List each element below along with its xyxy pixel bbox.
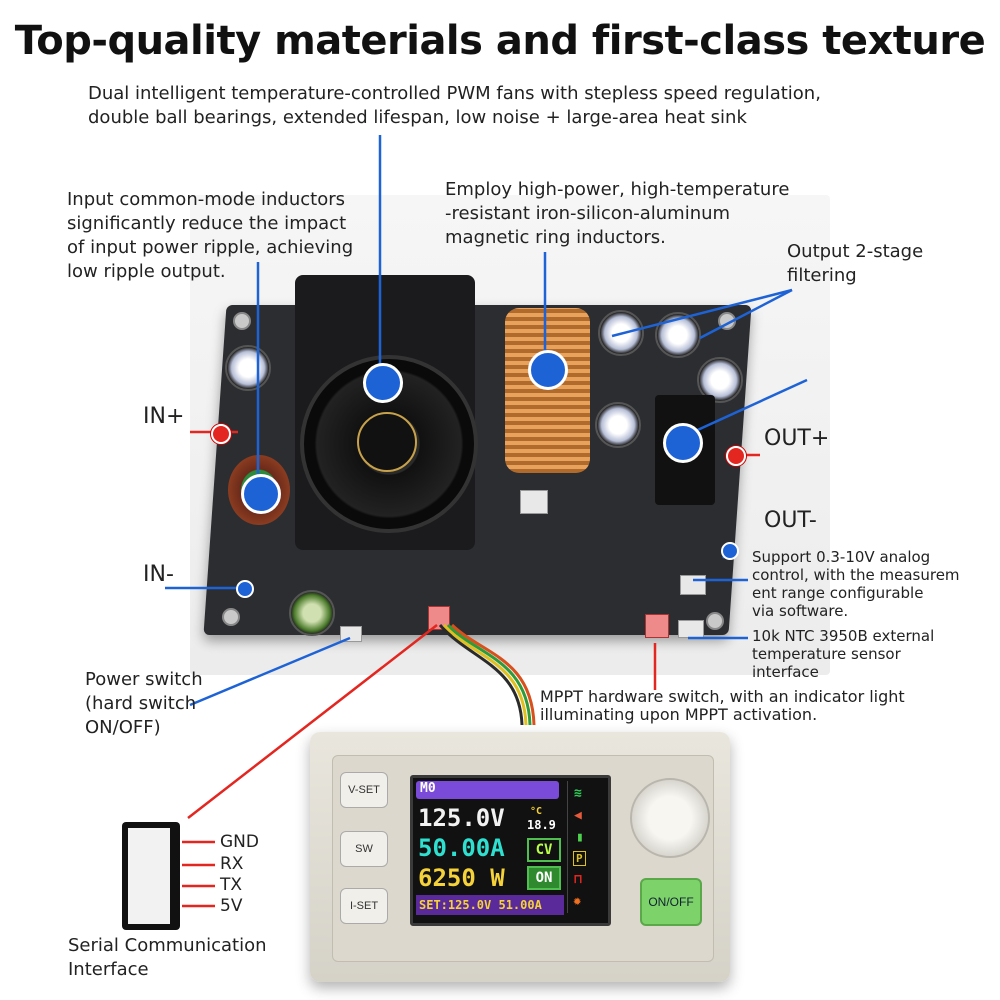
serial-pin-rx: RX: [220, 854, 244, 874]
label-in-plus: IN+: [143, 404, 185, 429]
lcd-status-column: [567, 781, 596, 913]
caption-input-inductors: Input common-mode inductors significantl…: [67, 189, 354, 282]
pointer-dot-magnetic: [528, 350, 568, 390]
lcd-temperature: 18.9: [527, 818, 556, 832]
vset-button[interactable]: V-SET: [340, 772, 388, 808]
pointer-line-filter-2: [611, 288, 793, 338]
fan-hub-logo: [357, 412, 417, 472]
label-out-minus: OUT-: [764, 508, 817, 533]
pointer-line-filter: [699, 288, 793, 340]
serial-connector-housing: [128, 828, 170, 924]
capacitor: [598, 310, 644, 356]
sw-button[interactable]: SW: [340, 831, 388, 867]
caption-output-filter: Output 2-stage filtering: [787, 241, 924, 286]
mppt-switch: [645, 614, 669, 638]
power-switch: [340, 626, 362, 642]
serial-pin-gnd: GND: [220, 832, 259, 852]
fan-connector: [520, 490, 548, 514]
sun-icon: ✹: [573, 893, 582, 909]
page-title: Top-quality materials and first-class te…: [14, 18, 986, 64]
mount-hole: [706, 612, 724, 630]
pointer-line-serial: [187, 624, 438, 819]
capacitor: [225, 345, 271, 391]
lcd-set-bar: [416, 895, 564, 915]
mount-hole: [222, 608, 240, 626]
caption-fans: Dual intelligent temperature-controlled …: [88, 83, 821, 128]
pointer-dot-in-minus: [236, 580, 254, 598]
pointer-dot-relay: [663, 423, 703, 463]
battery-icon: ▮: [576, 830, 584, 845]
lcd-current: 50.00A: [418, 834, 505, 862]
lcd-setline: SET:125.0V 51.00A: [419, 898, 542, 912]
lcd-cv-badge: CV: [527, 838, 561, 862]
caption-power-switch: Power switch (hard switch ON/OFF): [85, 669, 203, 738]
pointer-dot-fans: [363, 363, 403, 403]
speaker-icon: ◀: [574, 808, 582, 823]
label-in-minus: IN-: [143, 562, 174, 587]
lcd-mode-bar: [416, 781, 559, 799]
iset-button[interactable]: I-SET: [340, 888, 388, 924]
label-out-plus: OUT+: [764, 426, 830, 451]
pointer-dot-inductor: [241, 474, 281, 514]
pointer-line-relay: [679, 378, 808, 440]
serial-pin-tx: TX: [220, 875, 243, 895]
lcd-temp-unit: °C: [530, 806, 543, 817]
serial-pin-5v: 5V: [220, 896, 243, 916]
capacitor: [655, 312, 701, 358]
caption-ntc: 10k NTC 3950B external temperature senso…: [752, 627, 935, 681]
pointer-dot-in-plus: [211, 424, 231, 444]
copper-ring-inductor: [505, 308, 590, 473]
rotary-knob[interactable]: [630, 778, 710, 858]
lcd-voltage: 125.0V: [418, 804, 505, 832]
caption-analog-control: Support 0.3-10V analog control, with the…: [752, 548, 960, 620]
lcd-on-badge: ON: [527, 866, 561, 890]
lock-icon: ⊓: [574, 872, 582, 887]
caption-serial: Serial Communication Interface: [68, 935, 267, 980]
mount-hole: [233, 312, 251, 330]
serial-header: [428, 606, 450, 630]
capacitor: [289, 590, 335, 636]
lcd-mode: M0: [420, 781, 436, 796]
caption-magnetic-ring: Employ high-power, high-temperature -res…: [445, 179, 790, 248]
onoff-button[interactable]: ON/OFF: [640, 878, 702, 926]
cooling-fan: [300, 355, 478, 533]
pointer-line-power-switch: [189, 636, 351, 707]
capacitor: [595, 402, 641, 448]
pointer-dot-out-plus: [726, 446, 746, 466]
pointer-dot-out-minus: [721, 542, 739, 560]
lcd-p-badge: P: [573, 851, 586, 866]
caption-mppt: MPPT hardware switch, with an indicator …: [540, 687, 905, 724]
wifi-icon: ≋: [574, 786, 582, 801]
lcd-power: 6250 W: [418, 864, 505, 892]
